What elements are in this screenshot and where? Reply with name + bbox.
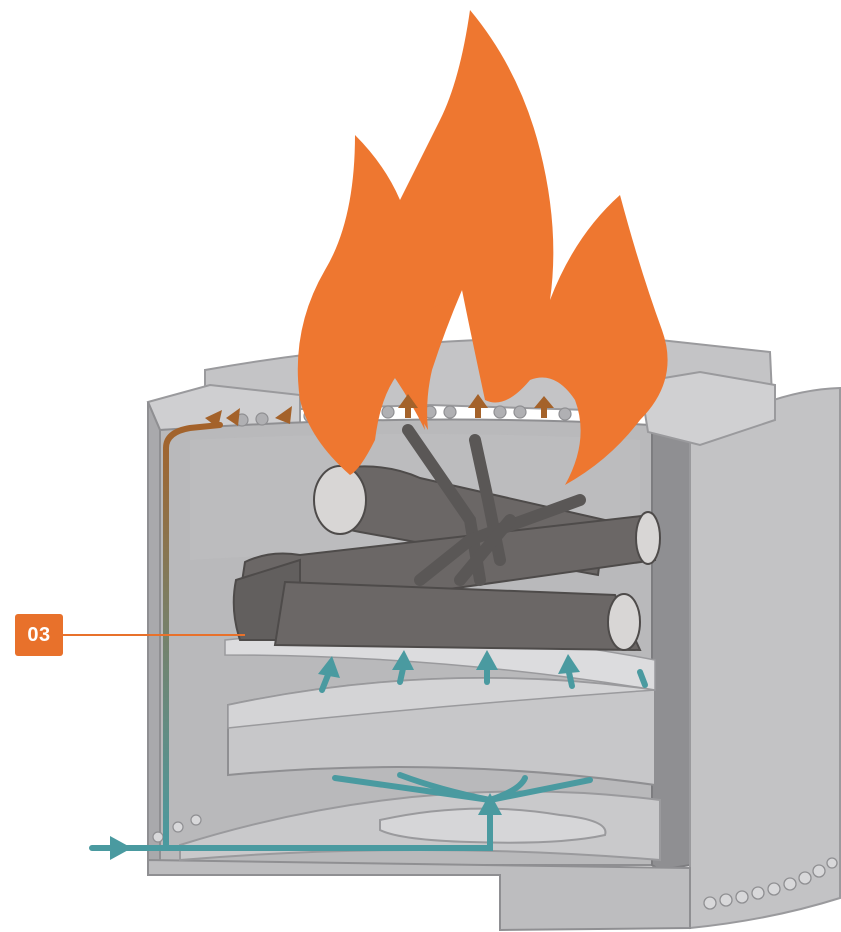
outer-drum-right [690,388,840,928]
base-plate [148,860,690,930]
callout-badge-03: 03 [15,614,63,656]
outer-wall-left [148,402,160,865]
flame-icon [298,10,668,485]
arrow-right-icon [110,836,132,860]
